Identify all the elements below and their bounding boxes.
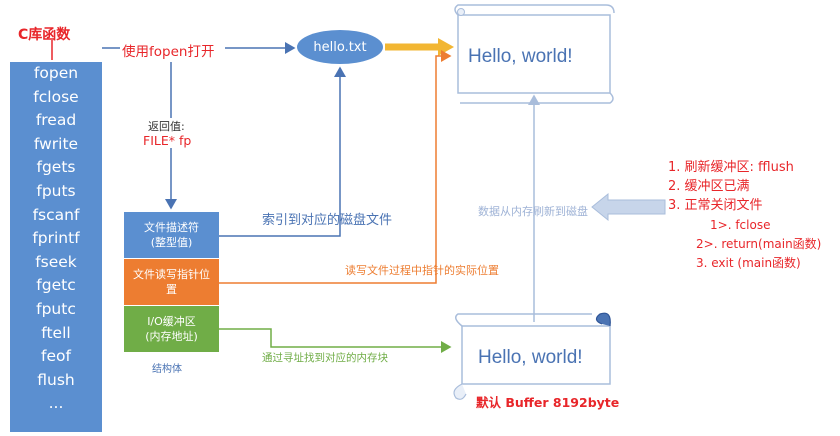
- disk-file-content: Hello, world!: [468, 46, 573, 67]
- flush-condition: 1. 刷新缓冲区: fflush: [668, 160, 794, 175]
- function-item: fopen: [33, 64, 79, 82]
- struct-label: 结构体: [152, 364, 182, 375]
- function-item: ...: [48, 394, 64, 413]
- function-item: fread: [35, 111, 77, 130]
- flush-condition: 3. 正常关闭文件: [668, 198, 763, 213]
- flush-condition: 2. 缓冲区已满: [668, 179, 750, 194]
- disk-file-scroll: [454, 4, 615, 104]
- pointer-label: 读写文件过程中指针的实际位置: [345, 264, 499, 277]
- function-list: fopen fclose fread fwrite fgets fputs fs…: [10, 62, 102, 432]
- file-node: hello.txt: [297, 30, 383, 64]
- function-item: ftell: [41, 323, 71, 342]
- function-item: flush: [37, 370, 75, 389]
- write-arrowhead: [438, 38, 454, 56]
- open-label: 使用fopen打开: [121, 40, 216, 60]
- close-way: 3. exit (main函数): [696, 256, 801, 270]
- buffer-arrow: [219, 328, 452, 353]
- function-item: fclose: [33, 87, 79, 106]
- function-item: fputs: [36, 181, 76, 200]
- flush-condition-arrow: [591, 192, 666, 222]
- buffer-link-label: 通过寻址找到对应的内存块: [262, 352, 388, 364]
- function-item: fputc: [36, 299, 76, 318]
- index-label: 索引到对应的磁盘文件: [262, 213, 393, 228]
- close-ways: 1>. fclose 2>. return(main函数) 3. exit (m…: [696, 216, 821, 273]
- io-buffer-box: I/O缓冲区 (内存地址): [124, 306, 219, 352]
- fd-box: 文件描述符 (整型值): [124, 212, 219, 258]
- close-way: 2>. return(main函数): [696, 237, 822, 251]
- function-item: fgetc: [36, 276, 76, 295]
- function-item: feof: [41, 347, 71, 366]
- function-item: fwrite: [33, 134, 79, 153]
- function-item: fscanf: [32, 205, 80, 224]
- index-arrow: [219, 66, 346, 237]
- file-pointer-box: 文件读写指针位 置: [124, 259, 219, 305]
- buffer-scroll: [453, 312, 611, 400]
- function-item: fseek: [35, 252, 77, 271]
- return-value: FILE* fp: [143, 133, 192, 148]
- flush-conditions: 1. 刷新缓冲区: fflush 2. 缓冲区已满 3. 正常关闭文件: [668, 158, 794, 215]
- function-item: fgets: [36, 158, 76, 177]
- buffer-caption: 默认 Buffer 8192byte: [476, 395, 620, 410]
- flush-label: 数据从内存刷新到磁盘: [478, 205, 588, 218]
- close-way: 1>. fclose: [710, 218, 771, 232]
- buffer-content: Hello, world!: [478, 347, 583, 368]
- return-label: 返回值:: [148, 118, 185, 134]
- function-item: fprintf: [32, 229, 80, 248]
- pointer-arrow: [219, 50, 452, 284]
- library-title: C库函数: [18, 27, 71, 43]
